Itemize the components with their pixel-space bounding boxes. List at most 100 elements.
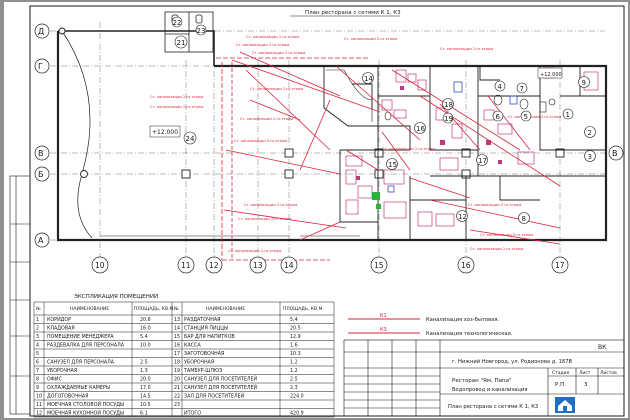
table-cell: 2.5 — [140, 360, 148, 366]
elevation-box-main: +12.000 — [149, 125, 181, 138]
table-cell: 12.9 — [290, 334, 301, 340]
table-cell: 14 — [174, 326, 180, 332]
table-cell: 224.0 — [290, 394, 304, 400]
svg-text:Ст. канализации 2-го этажа: Ст. канализации 2-го этажа — [150, 95, 203, 99]
table-header-cell: ПЛОЩАДЬ, КВ.М. — [134, 306, 175, 312]
svg-text:Ст. канализации 2-го этажа: Ст. канализации 2-го этажа — [246, 35, 299, 39]
room-tag: 7 — [516, 82, 528, 94]
table-cell: 11 — [36, 402, 42, 408]
svg-text:К3: К3 — [380, 327, 387, 333]
table-cell: 12 — [36, 411, 42, 417]
table-cell: 1.6 — [290, 343, 298, 349]
table-cell: УБОРОЧНАЯ — [184, 360, 214, 366]
svg-text:Ст. канализации 2-го этажа: Ст. канализации 2-го этажа — [150, 105, 203, 109]
svg-text:Б: Б — [38, 170, 44, 179]
legend-item-k1: К1 Канализация хоз-бытовая. — [348, 313, 499, 323]
table-cell: ПОМЕЩЕНИЕ МЕНЕДЖЕРА — [47, 334, 114, 340]
svg-text:Ст. канализации 2-го этажа: Ст. канализации 2-го этажа — [440, 47, 493, 51]
svg-text:17: 17 — [555, 261, 565, 270]
table-cell: ТАМБУР-ШЛЮЗ — [183, 368, 222, 374]
svg-text:17: 17 — [478, 157, 487, 165]
svg-text:16: 16 — [461, 261, 471, 270]
sheet-code: ВК — [598, 344, 607, 351]
svg-text:Ст. канализации 2-го этажа: Ст. канализации 2-го этажа — [238, 217, 291, 221]
table-cell: 17 — [174, 351, 180, 357]
svg-text:Д: Д — [38, 27, 44, 36]
svg-text:15: 15 — [374, 261, 384, 270]
project-address: г. Нижний Новгород, ул. Родионова д. 187… — [452, 358, 572, 365]
svg-text:19: 19 — [444, 115, 453, 123]
table-cell: ИТОГО — [184, 411, 201, 417]
table-cell: 8 — [36, 377, 39, 383]
sheets-label: Листов — [600, 370, 617, 376]
table-cell: 2.5 — [290, 377, 298, 383]
table-header-cell: № — [36, 306, 41, 312]
table-cell: ОХЛАЖДАЕМЫЕ КАМЕРЫ — [47, 385, 110, 391]
room-tag: 21 — [174, 35, 188, 49]
axis-bubble-10: 10 — [91, 256, 109, 274]
binding-strip — [9, 175, 31, 415]
svg-text:11: 11 — [181, 261, 191, 270]
table-cell: 2 — [36, 326, 39, 332]
table-cell: 10.3 — [290, 351, 301, 357]
sheet-value: 3 — [584, 382, 588, 388]
table-cell: КАССА — [184, 343, 201, 349]
table-cell: САНУЗЕЛ ДЛЯ ПОСЕТИТЕЛЕЙ — [184, 384, 257, 391]
room-tag: 8 — [518, 212, 530, 224]
svg-text:18: 18 — [444, 101, 453, 109]
explication-title: ЭКСПЛИКАЦИЯ ПОМЕЩЕНИЙ — [74, 293, 158, 300]
svg-text:24: 24 — [186, 135, 195, 143]
room-tag: 15 — [386, 158, 398, 170]
table-cell: 20.5 — [290, 326, 301, 332]
axis-bubble-11: 11 — [177, 256, 195, 274]
table-cell: СТАНЦИЯ ПИЦЦЫ — [184, 326, 228, 332]
col-axis-bubbles: 10 11 12 13 14 15 16 17 — [91, 256, 569, 274]
room-tag: 24 — [183, 131, 197, 145]
room-tag: 16 — [414, 122, 426, 134]
curved-facade — [61, 30, 93, 239]
svg-text:Ст. канализации 2-го этажа: Ст. канализации 2-го этажа — [252, 51, 305, 55]
table-cell: 10 — [36, 394, 42, 400]
table-cell: САНУЗЕЛ ДЛЯ ПЕРСОНАЛА — [47, 360, 115, 366]
table-cell: 10.5 — [140, 402, 151, 408]
room-tag: 23 — [195, 24, 207, 36]
room-tag: 19 — [442, 112, 454, 124]
axis-bubble-13: 13 — [249, 256, 267, 274]
svg-text:Ст. канализации 2-го этажа: Ст. канализации 2-го этажа — [236, 43, 289, 47]
svg-text:7: 7 — [520, 85, 524, 93]
room-tag: 18 — [442, 98, 454, 110]
svg-text:12: 12 — [209, 261, 219, 270]
axis-bubble-b: Б — [34, 166, 50, 182]
svg-text:10: 10 — [95, 261, 105, 270]
table-cell: ОФИС — [47, 377, 62, 383]
room-tags: 21 22 23 24 14 16 18 19 4 5 6 7 15 12 8 … — [171, 16, 596, 224]
pizza-counter — [326, 69, 373, 122]
svg-text:15: 15 — [388, 161, 397, 169]
table-cell: 20.0 — [140, 377, 151, 383]
svg-text:Ст. канализации 2-го этажа: Ст. канализации 2-го этажа — [382, 147, 435, 151]
svg-text:12: 12 — [458, 213, 467, 221]
pipe-annotations: Ст. канализации 2-го этажа Ст. канализац… — [150, 35, 561, 253]
axis-bubble-v: В — [34, 145, 50, 161]
table-cell: 20.6 — [140, 317, 151, 323]
room-tag: 3 — [584, 150, 596, 162]
axis-bubble-15: 15 — [370, 256, 388, 274]
svg-text:3: 3 — [588, 153, 592, 161]
svg-text:+12.000: +12.000 — [540, 72, 562, 78]
row-axis-bubbles: Д Г В Б А В — [34, 23, 624, 248]
sheet-title: План ресторана с сетями К 1, К3 — [448, 404, 538, 410]
axis-bubble-14: 14 — [280, 256, 298, 274]
svg-text:Ст. канализации 2-го этажа: Ст. канализации 2-го этажа — [480, 233, 533, 237]
room-tag: 12 — [456, 210, 468, 222]
svg-text:+12.000: +12.000 — [152, 129, 178, 136]
explication-grid — [33, 301, 335, 418]
svg-text:Ст. канализации 2-го этажа: Ст. канализации 2-го этажа — [234, 139, 287, 143]
table-cell: 21 — [174, 385, 180, 391]
project-name: Ресторан "Ям, Папа" — [452, 378, 512, 384]
room-tag: 2 — [584, 126, 596, 138]
plan-title: План ресторана с сетями К 1, К3 — [305, 10, 401, 16]
exterior-walls — [56, 30, 608, 242]
svg-text:Ст. канализации 2-го этажа: Ст. канализации 2-го этажа — [244, 203, 297, 207]
